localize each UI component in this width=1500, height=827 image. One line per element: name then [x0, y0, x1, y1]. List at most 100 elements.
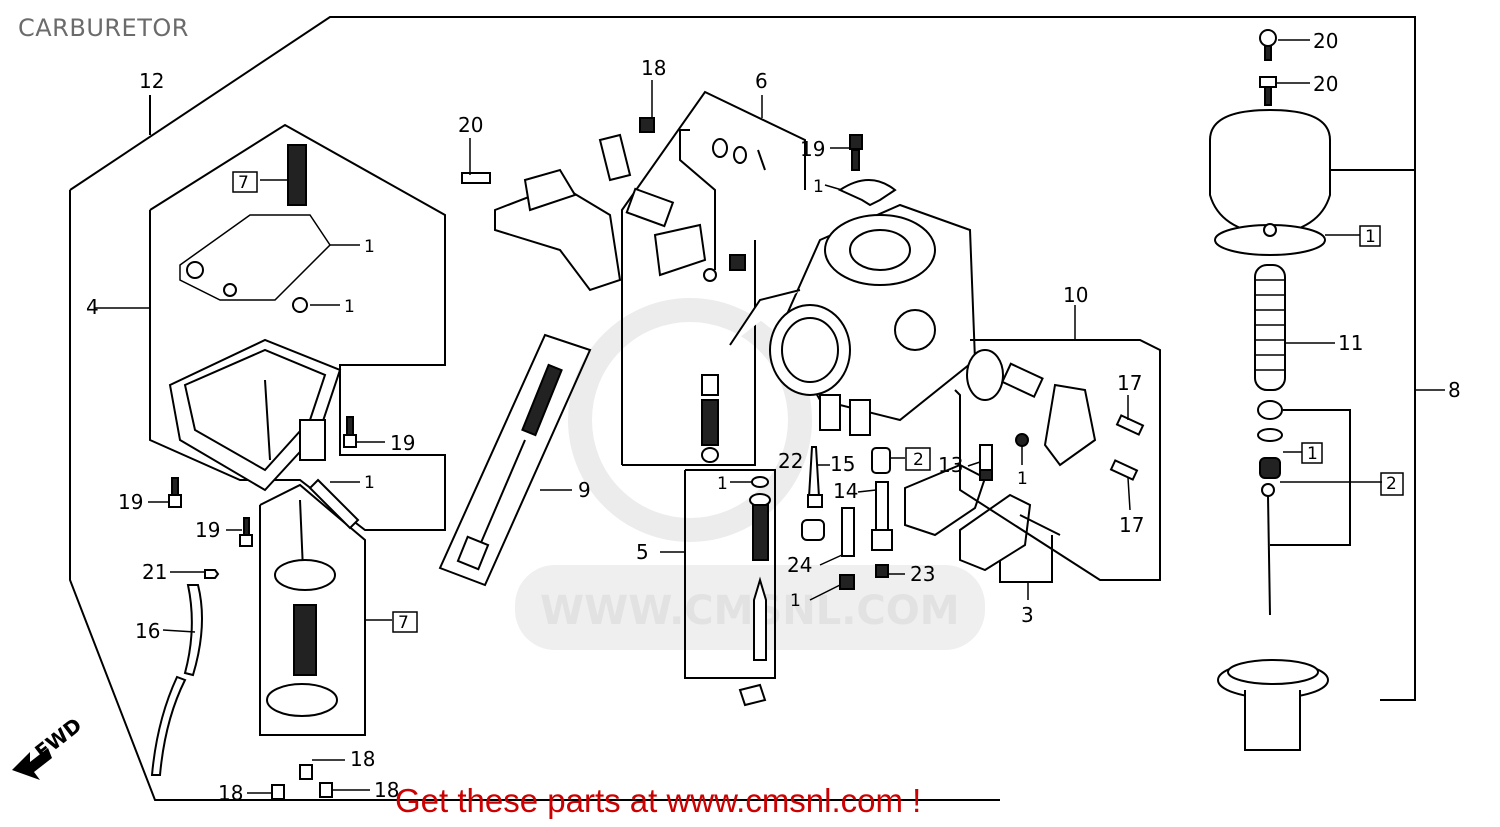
throttle-stop — [738, 683, 767, 707]
pump-cover-10 — [966, 349, 1097, 467]
main-jet-24 — [841, 507, 855, 557]
callout-5: 5 — [636, 540, 649, 564]
callout-ref-1: 1 — [364, 237, 375, 257]
bolt-18a — [299, 764, 313, 780]
screw-17a — [1115, 414, 1145, 436]
callout-ref-1: 1 — [364, 473, 375, 493]
choke-lever — [625, 187, 746, 282]
bolt-20a — [461, 172, 491, 184]
callout-12: 12 — [139, 69, 164, 93]
callout-23: 23 — [910, 562, 935, 586]
bolt-19a — [168, 477, 182, 508]
bolt-18d — [639, 117, 655, 133]
cap-1f — [839, 574, 855, 590]
o-ring — [292, 297, 308, 313]
group-frame-9 — [438, 333, 592, 587]
bolt-19c — [343, 416, 357, 448]
callout-18: 18 — [350, 747, 375, 771]
callout-19: 19 — [195, 518, 220, 542]
needle-jet-holder-14 — [871, 481, 893, 551]
callout-19: 19 — [800, 137, 825, 161]
top-cover — [1209, 108, 1331, 256]
callout-17: 17 — [1117, 371, 1142, 395]
callout-19: 19 — [390, 431, 415, 455]
jet-2 — [871, 447, 891, 474]
callout-20: 20 — [1313, 29, 1338, 53]
group-frame-6 — [621, 90, 806, 465]
assembly-frame-12 — [69, 16, 1416, 701]
callout-20: 20 — [458, 113, 483, 137]
callout-11: 11 — [1338, 331, 1363, 355]
fwd-label: FWD — [30, 713, 86, 764]
callout-10: 10 — [1063, 283, 1088, 307]
callout-6: 6 — [755, 69, 768, 93]
callout-24: 24 — [787, 553, 812, 577]
group-frame-5 — [684, 469, 776, 679]
bolt-19d — [849, 134, 863, 171]
bolt-18c — [319, 782, 333, 798]
callout-ref-1: 1 — [813, 177, 824, 197]
screw-20b — [1259, 29, 1277, 61]
ref-box — [392, 611, 418, 633]
watermark: WWW.CMSNL.COM — [515, 298, 985, 650]
callout-9: 9 — [578, 478, 591, 502]
choke-bracket — [494, 133, 632, 292]
ref-box — [1359, 225, 1381, 247]
callout-13: 13 — [938, 453, 963, 477]
callout-16: 16 — [135, 619, 160, 643]
callout-ref-2: 2 — [913, 450, 924, 470]
callout-4: 4 — [86, 295, 99, 319]
callout-ref-1: 1 — [1307, 444, 1318, 464]
leader-lines — [148, 39, 1382, 794]
callout-ref-1: 1 — [1017, 469, 1028, 489]
screw-17b — [1109, 459, 1139, 481]
callout-14: 14 — [833, 479, 858, 503]
ref-box — [232, 171, 258, 193]
callout-21: 21 — [142, 560, 167, 584]
choke-rod — [679, 129, 766, 270]
ref-box — [905, 447, 931, 471]
vacuum-piston — [1217, 659, 1329, 751]
ref-box — [1301, 442, 1323, 464]
needle-valve-15 — [807, 446, 823, 508]
callout-15: 15 — [830, 452, 855, 476]
group-frame-10 — [954, 339, 1161, 581]
callout-17: 17 — [1119, 513, 1144, 537]
slow-jet-5 — [749, 476, 771, 661]
callout-ref-2: 2 — [1386, 474, 1397, 494]
diaphragm-assembly — [266, 499, 338, 717]
promo-link[interactable]: Get these parts at www.cmsnl.com ! — [395, 782, 922, 819]
plug-23 — [875, 564, 889, 578]
callout-ref-1: 1 — [717, 474, 728, 494]
callout-3: 3 — [1021, 603, 1034, 627]
spring-11 — [1254, 264, 1286, 391]
group-frame-7 — [259, 483, 366, 736]
hose-16 — [150, 584, 203, 776]
screw-20c — [1259, 76, 1277, 106]
float-gasket — [179, 214, 331, 301]
ref-box — [1380, 472, 1404, 496]
float-valve-13 — [979, 444, 993, 481]
diagram-title: CARBURETOR — [18, 14, 189, 42]
callout-18: 18 — [218, 781, 243, 805]
watermark-text: WWW.CMSNL.COM — [540, 588, 960, 634]
callout-ref-7: 7 — [238, 173, 249, 193]
seat-22 — [801, 519, 825, 541]
forward-direction-indicator: FWD — [12, 713, 86, 780]
washer-cap — [837, 179, 897, 207]
adjust-stack — [701, 374, 719, 463]
float-bowl — [168, 338, 342, 492]
callout-22: 22 — [778, 449, 803, 473]
callout-ref-1: 1 — [1365, 227, 1376, 247]
callout-ref-1: 1 — [790, 591, 801, 611]
bolt-19b — [239, 517, 253, 547]
clip-21 — [204, 569, 220, 579]
callout-18: 18 — [374, 778, 399, 802]
needle-holder — [1257, 400, 1283, 616]
callout-ref-1: 1 — [344, 297, 355, 317]
carburetor-body — [729, 203, 977, 436]
bolt-18b — [271, 784, 285, 800]
group-frame-4 — [149, 123, 446, 531]
callout-ref-7: 7 — [398, 613, 409, 633]
